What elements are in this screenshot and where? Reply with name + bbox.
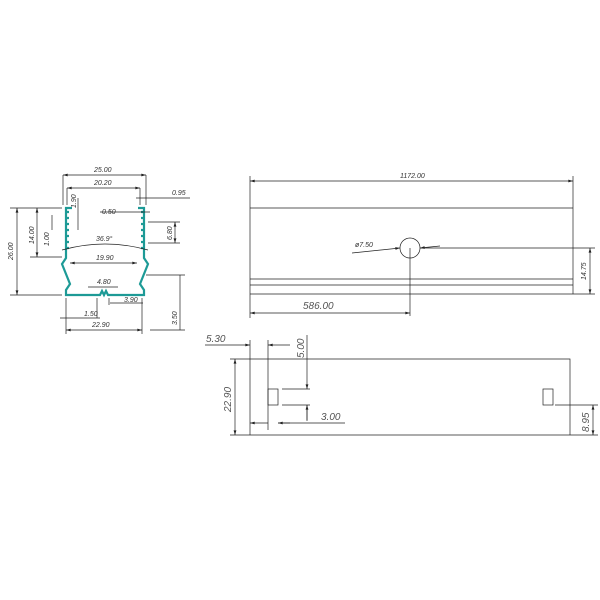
dim-height-upper: 14.00 (29, 226, 36, 244)
dim-width-outer: 25.00 (93, 167, 112, 174)
dim-foot-height: 3.50 (172, 311, 179, 325)
dim-groove-pitch: 1.00 (44, 232, 51, 246)
dim-base-width: 22.90 (91, 322, 110, 329)
dim-hole-height: 14.75 (581, 262, 588, 280)
dim-length: 1172.00 (400, 173, 425, 180)
profile-view: 25.00 20.20 0.95 0.50 36.9° 19.90 4.80 3… (8, 167, 190, 334)
dim-slot-offset: 3.90 (124, 297, 138, 304)
dim-groove-depth: 1.90 (71, 194, 78, 208)
dim-hole-diameter: ø7.50 (355, 242, 373, 249)
dim-slot-length: 5.00 (296, 338, 307, 358)
dim-wall: 0.50 (102, 209, 116, 216)
dim-center-slot: 4.80 (97, 279, 111, 286)
dim-groove-zone: 6.80 (167, 226, 174, 240)
top-view: 1172.00 ø7.50 14.75 586.00 (249, 173, 595, 318)
profile-outline (60, 206, 150, 298)
dim-width: 22.90 (223, 387, 234, 413)
dim-width-inner-top: 20.20 (93, 180, 112, 187)
dim-hole-position: 586.00 (303, 301, 334, 312)
dim-slot-offset-x: 5.30 (206, 334, 226, 345)
dim-inner-width: 19.90 (96, 255, 114, 262)
bottom-view: 5.30 5.00 22.90 3.00 8.95 (205, 334, 598, 436)
dim-slot-offset-y: 8.95 (581, 412, 592, 432)
dim-angle: 36.9° (96, 235, 113, 243)
dim-slot-width: 1.50 (84, 311, 98, 318)
slot-left (267, 388, 279, 406)
dim-lip: 0.95 (172, 190, 186, 197)
diffuser-arc (61, 243, 149, 251)
dim-slot-width: 3.00 (321, 412, 341, 423)
dim-height-total: 26.00 (8, 242, 15, 261)
slot-right (542, 388, 554, 406)
